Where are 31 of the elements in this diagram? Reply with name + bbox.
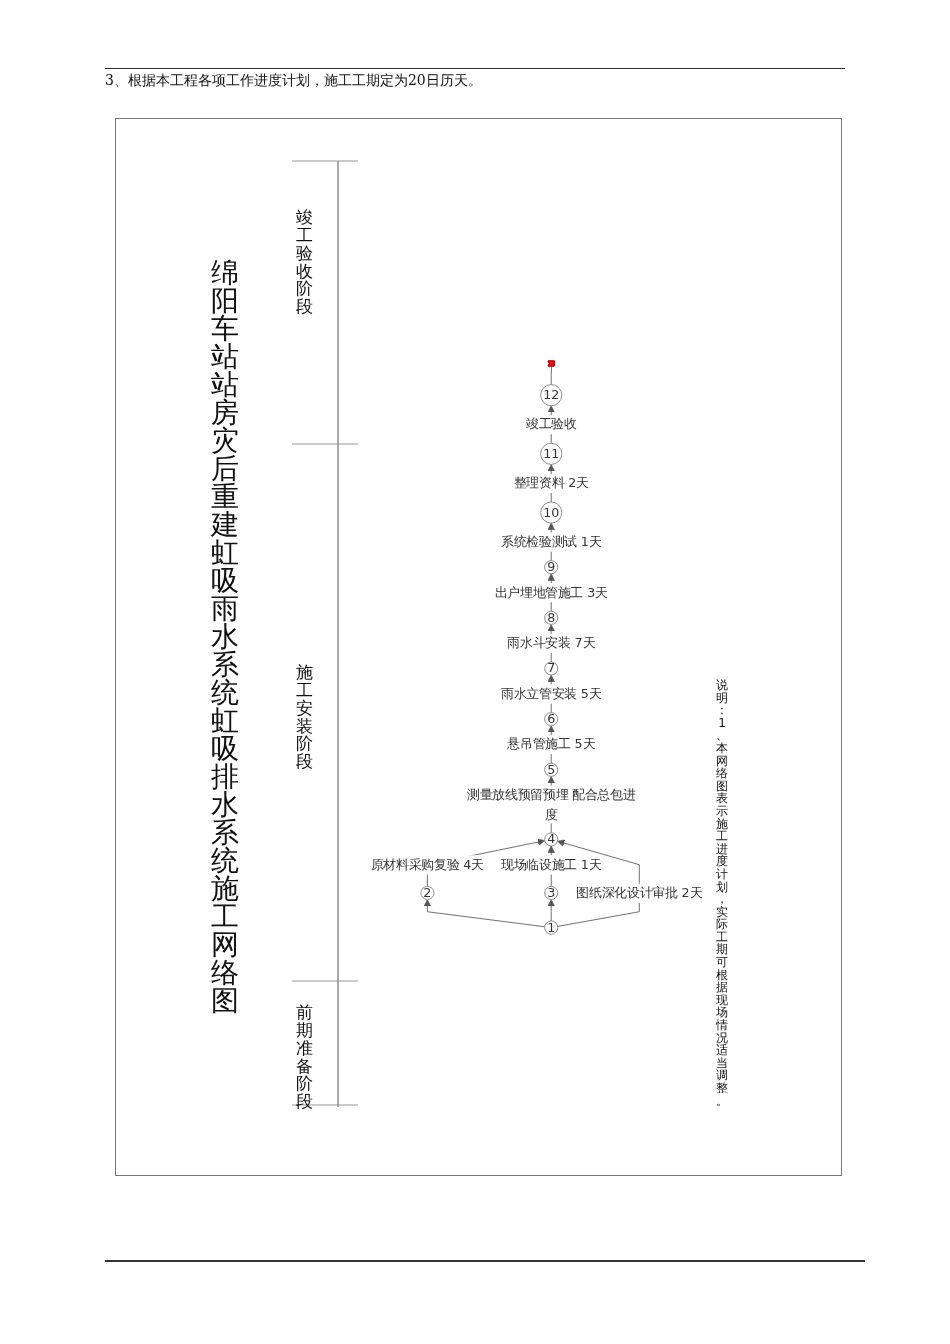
edge-label: 现场临设施工 1天 (500, 856, 602, 873)
diagram-title: 绵阳车站站房灾后重建虹吸雨水系统虹吸排水系统施工网络图 (211, 259, 239, 1015)
note-text: 3、根据本工程各项工作进度计划，施工工期定为20日历天。 (105, 72, 482, 90)
node-circle (420, 886, 435, 900)
phase-label: 前期准备阶段 (296, 1004, 313, 1112)
note-text: 说明：1、本网络图表示施工进度计划，实际工期可根据现场情况适当调整。 (716, 679, 728, 1108)
node-circle (544, 661, 559, 676)
node-circle (544, 762, 559, 777)
diagram-frame: 绵阳车站站房灾后重建虹吸雨水系统虹吸排水系统施工网络图 竣工验收阶段 施工安装阶段 前期准备阶段 竣工验收 整理资料 2天 系统检验测试 1天 出户埋地管施工 3天 雨水斗安装 7天 雨水立管安装 5天 悬吊管施工 5天 测量放线预留预埋 配合总包进度 原材料采购复验 4天 现场临设施工 1天 图纸深化设计审批 2天 12 11 10 9 8 7 6 5 4 2 3 1 说明：1、本网络图表示施工进度计划，实际工期可根据现场情况适当调整。 (115, 118, 842, 1176)
edge-label: 系统检验测试 1天 (500, 534, 602, 550)
phase-label: 竣工验收阶段 (296, 209, 313, 317)
edge-label: 雨水斗安装 7天 (507, 635, 596, 651)
edge-label: 图纸深化设计审批 2天 (576, 885, 703, 901)
node-circle (544, 712, 559, 727)
edge-label: 出户埋地管施工 3天 (494, 584, 608, 600)
connector (550, 366, 553, 385)
node-circle (544, 920, 559, 935)
edge-label: 竣工验收 (525, 416, 577, 432)
edge-label: 雨水立管安装 5天 (500, 686, 602, 702)
edge-label: 悬吊管施工 5天 (507, 736, 596, 752)
edge-label: 原材料采购复验 4天 (370, 856, 485, 873)
edge-label: 整理资料 2天 (513, 475, 589, 491)
edge-label: 测量放线预留预埋 配合总包进度 (466, 787, 636, 822)
node-circle (540, 384, 563, 407)
phase-label: 施工安装阶段 (296, 664, 313, 772)
node-circle (544, 886, 559, 900)
node-circle (544, 610, 559, 625)
node-circle (540, 501, 563, 524)
node-circle (540, 442, 563, 465)
node-circle (544, 832, 559, 847)
node-circle (544, 560, 559, 575)
